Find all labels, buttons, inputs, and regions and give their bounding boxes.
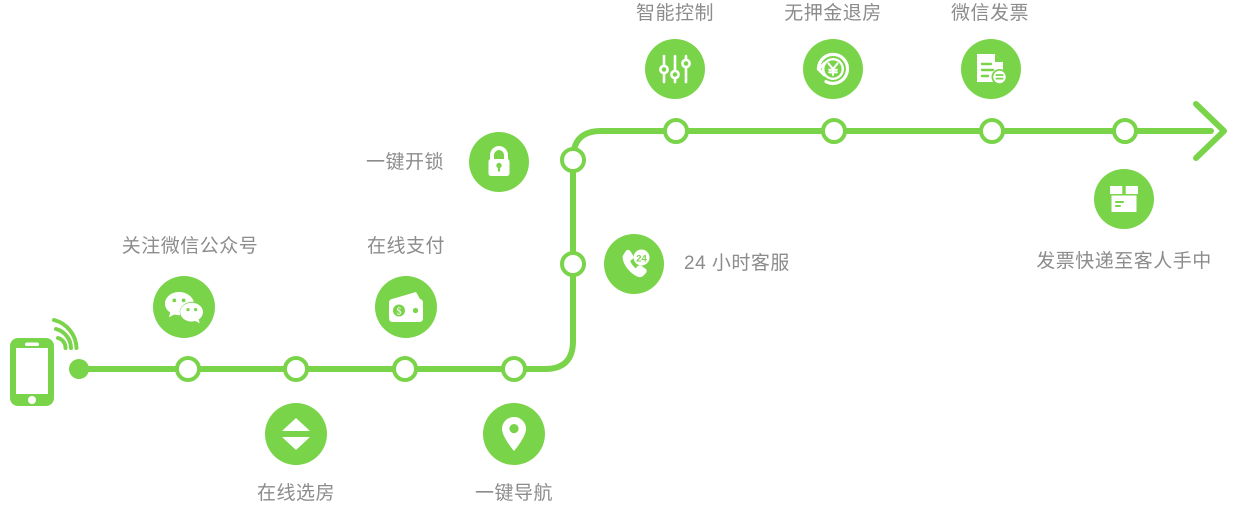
package-box-icon[interactable] <box>1094 169 1154 229</box>
step-label-invoice-delivery: 发票快递至客人手中 <box>1036 251 1212 272</box>
wechat-icon[interactable] <box>153 276 215 338</box>
step-label-unlock: 一键开锁 <box>366 152 445 173</box>
sliders-glyph <box>659 54 691 84</box>
wallet-glyph: $ <box>389 292 423 322</box>
phone-24h-glyph: 24 <box>622 249 650 278</box>
step-label-navigation: 一键导航 <box>474 483 554 504</box>
updown-arrows-glyph <box>282 418 310 450</box>
invoice-document-glyph <box>977 54 1008 85</box>
flow-node <box>501 356 527 382</box>
map-pin-glyph <box>502 417 526 451</box>
flow-node <box>175 356 201 382</box>
updown-arrows-icon[interactable] <box>265 403 327 465</box>
flow-node <box>560 147 586 173</box>
invoice-document-icon[interactable] <box>961 39 1021 99</box>
flow-node <box>392 356 418 382</box>
flow-node <box>663 118 689 144</box>
flow-node <box>979 118 1005 144</box>
phone-24h-icon[interactable]: 24 <box>604 234 664 294</box>
refund-yen-icon[interactable] <box>803 39 863 99</box>
wallet-icon[interactable]: $ <box>375 276 437 338</box>
refund-yen-glyph <box>816 52 850 85</box>
flow-line <box>76 128 1214 372</box>
flow-node <box>1112 118 1138 144</box>
lock-icon[interactable] <box>469 132 529 192</box>
lock-glyph <box>488 145 510 176</box>
svg-text:$: $ <box>397 307 402 318</box>
arrow-right-icon <box>1193 101 1227 161</box>
step-label-no-deposit-checkout: 无押金退房 <box>784 3 882 24</box>
step-label-customer-service: 24 小时客服 <box>684 253 790 274</box>
step-label-wechat-follow: 关注微信公众号 <box>121 236 259 257</box>
flow-start-dot <box>69 359 89 379</box>
flow-node <box>283 356 309 382</box>
step-label-smart-control: 智能控制 <box>635 3 715 24</box>
step-label-wechat-invoice: 微信发票 <box>950 3 1030 24</box>
sliders-icon[interactable] <box>645 39 705 99</box>
smartphone-wifi-icon <box>10 318 79 406</box>
step-label-room-select: 在线选房 <box>256 483 336 504</box>
flow-node <box>560 251 586 277</box>
flow-node <box>821 118 847 144</box>
svg-text:24: 24 <box>636 253 647 264</box>
map-pin-icon[interactable] <box>483 403 545 465</box>
wechat-glyph <box>165 292 203 324</box>
package-box-glyph <box>1110 184 1138 212</box>
step-label-online-payment: 在线支付 <box>366 236 446 257</box>
